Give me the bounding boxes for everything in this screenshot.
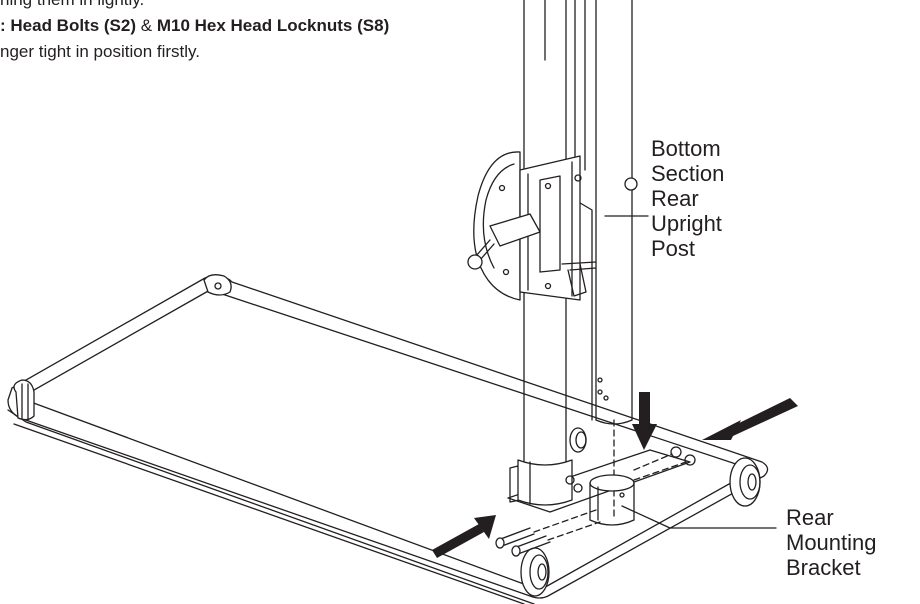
callout-line: Post xyxy=(651,236,696,261)
callout-line: Mounting xyxy=(786,530,877,555)
locknuts-label: M10 Hex Head Locknuts (S8) xyxy=(156,16,390,35)
head-bolts-label: : Head Bolts (S2) xyxy=(0,16,137,35)
instruction-line-top: hing them in lightly. xyxy=(0,0,144,10)
callout-line: Section xyxy=(651,161,725,186)
console-bracket xyxy=(467,151,597,301)
connector-text: & xyxy=(136,16,157,35)
arrow-to-nuts xyxy=(702,398,798,440)
front-wheel xyxy=(520,547,550,597)
callout-line: Rear xyxy=(651,186,699,211)
rear-mounting-bracket xyxy=(589,474,635,526)
callout-line: Bracket xyxy=(786,555,861,580)
hex-head-bolts xyxy=(495,509,601,557)
callout-leaders xyxy=(604,177,777,529)
callout-rear-upright-post: Bottom Section Rear Upright Post xyxy=(651,136,724,261)
rear-wheel xyxy=(729,457,761,507)
post-roller xyxy=(569,427,587,453)
instruction-line-tighten: nger tight in position firstly. xyxy=(0,42,200,61)
base-frame xyxy=(7,274,769,604)
arrow-to-bolts xyxy=(432,515,496,558)
rear-upright-post xyxy=(574,0,633,521)
instruction-line-fasteners: : Head Bolts (S2) & M10 Hex Head Locknut… xyxy=(0,16,389,36)
arrow-down-post xyxy=(632,392,657,450)
callout-rear-mounting-bracket: Rear Mounting Bracket xyxy=(786,505,877,580)
callout-line: Bottom xyxy=(651,136,721,161)
hex-locknuts xyxy=(565,446,696,493)
callout-line: Upright xyxy=(651,211,722,236)
callout-line: Rear xyxy=(786,505,834,530)
direction-arrows xyxy=(432,392,798,558)
